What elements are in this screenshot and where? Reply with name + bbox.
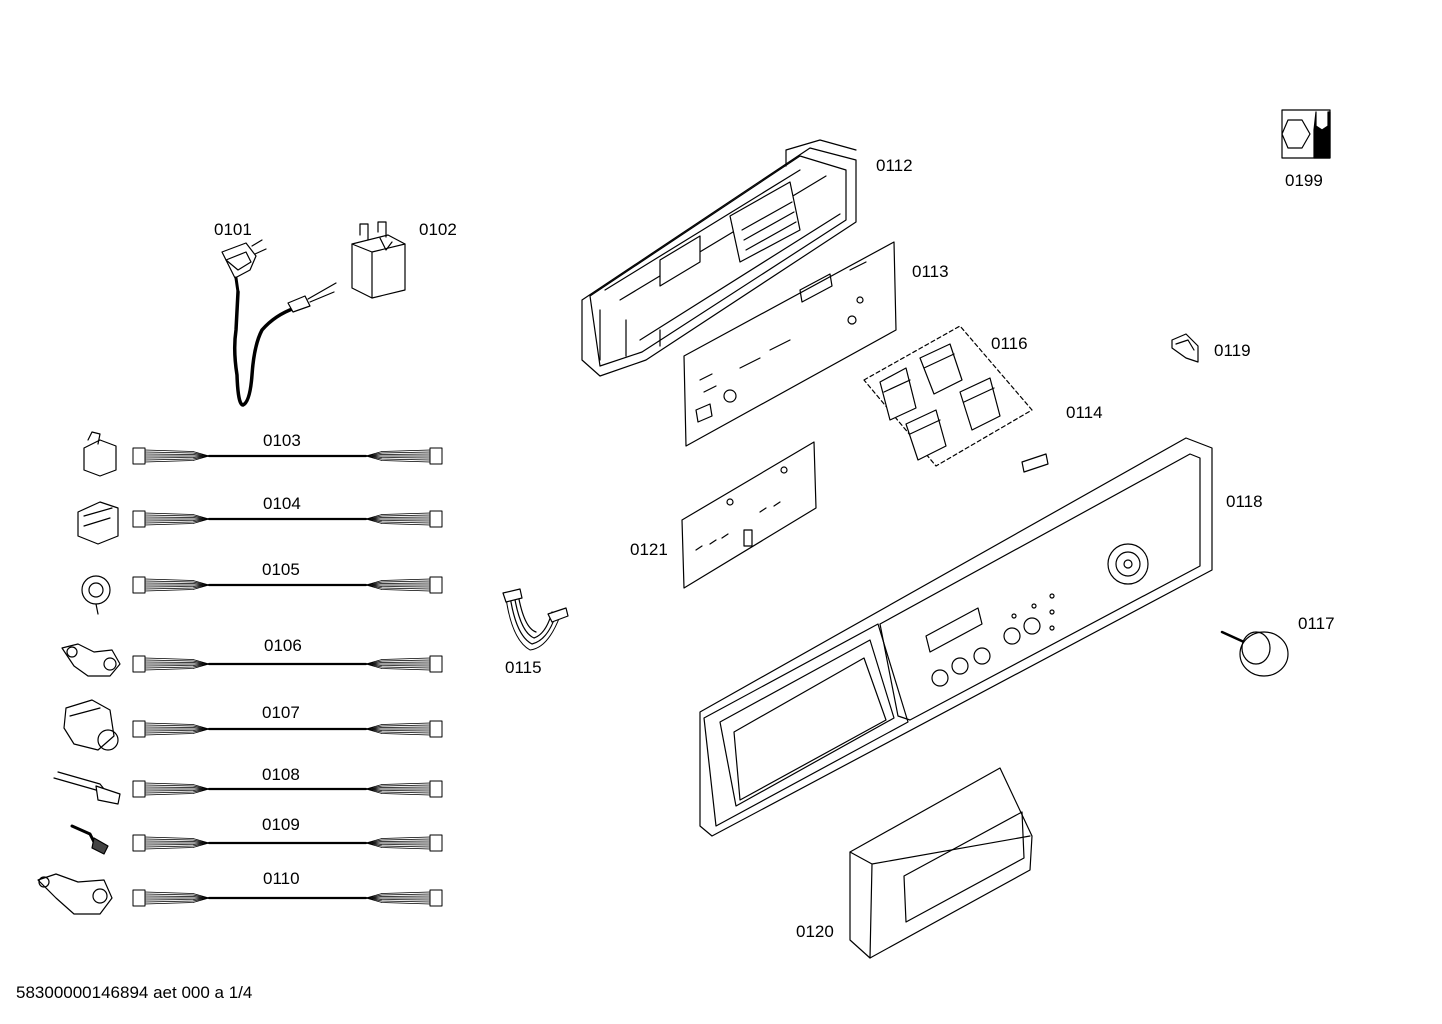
part-label-0105: 0105 [262,560,300,579]
part-label-0116: 0116 [991,334,1028,353]
control-panel-part [700,438,1212,836]
part-label-0118: 0118 [1226,492,1263,511]
wire-harness [133,781,442,797]
part-label-0101: 0101 [214,220,252,239]
part-label-0112: 0112 [876,156,913,175]
part-label-0120: 0120 [796,922,834,941]
part-label-0117: 0117 [1298,614,1335,633]
part-label-0106: 0106 [264,636,302,655]
control-housing-part [582,140,856,376]
display-window-part [1022,454,1048,472]
part-label-0109: 0109 [262,815,300,834]
dispenser-handle-part [850,768,1032,958]
part-label-0199: 0199 [1285,171,1323,190]
wire-harness [133,448,442,464]
component-icons-left [38,432,120,914]
drawing-number-footer: 58300000146894 aet 000 a 1/4 [16,983,253,1002]
wire-harness [133,835,442,851]
filter-capacitor-part [352,222,405,298]
wrench-nut-service-icon [1282,110,1330,158]
part-label-0110: 0110 [263,869,300,888]
clip-part [1172,334,1198,362]
main-pcb-part [684,242,896,446]
wire-harness [133,721,442,737]
switch-set-part [864,326,1032,466]
display-pcb-part [682,442,816,588]
part-label-0114: 0114 [1066,403,1103,422]
part-label-0119: 0119 [1214,341,1251,360]
part-label-0103: 0103 [263,431,301,450]
wire-harness-group [133,448,442,906]
part-label-0108: 0108 [262,765,300,784]
part-label-0107: 0107 [262,703,300,722]
wire-harness [133,656,442,672]
part-label-0115: 0115 [505,658,542,677]
part-label-0113: 0113 [912,262,949,281]
part-label-0102: 0102 [419,220,457,239]
ribbon-cable-part [503,589,568,650]
part-label-0121: 0121 [630,540,668,559]
wire-harness [133,577,442,593]
power-cord-part [222,240,336,405]
knob-part [1222,632,1288,676]
wire-harness [133,511,442,527]
wire-harness [133,890,442,906]
part-label-0104: 0104 [263,494,301,513]
